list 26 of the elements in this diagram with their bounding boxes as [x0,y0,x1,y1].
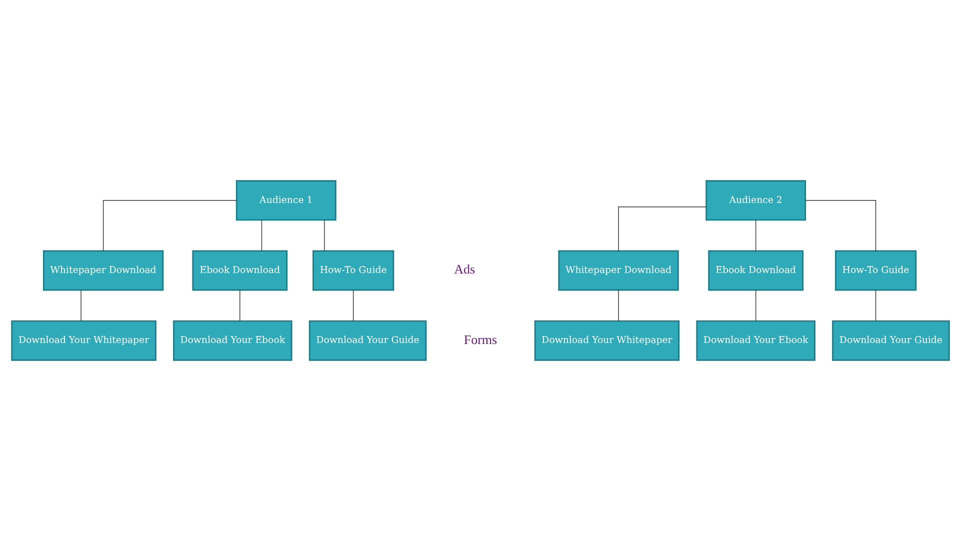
connector [804,200,876,251]
node-box: Whitepaper Download [42,250,164,290]
connector [260,219,262,251]
connector [80,289,81,321]
node-box: Ebook Download [192,250,288,290]
connector [239,289,240,321]
connector [874,289,876,321]
connector [102,200,236,251]
node-box: Ebook Download [708,250,803,290]
node-box: How-To Guide [312,250,394,290]
node-box: Download Your Ebook [172,320,292,360]
connector [754,219,756,251]
connector [754,289,756,321]
node-box: Download Your Ebook [696,320,815,360]
label: Ads [454,261,475,276]
node-box: Whitepaper Download [558,250,678,290]
node-box: Audience 1 [235,180,336,220]
node-box: How-To Guide [834,250,916,290]
node-box: Download Your Whitepaper [534,320,680,360]
node-box: Download Your Whitepaper [10,320,156,360]
node-box: Download Your Guide [832,320,950,360]
connector [618,206,706,251]
connector [352,289,354,321]
node-box: Download Your Guide [308,320,426,360]
label: Forms [463,331,497,346]
node-box: Audience 2 [705,180,806,220]
